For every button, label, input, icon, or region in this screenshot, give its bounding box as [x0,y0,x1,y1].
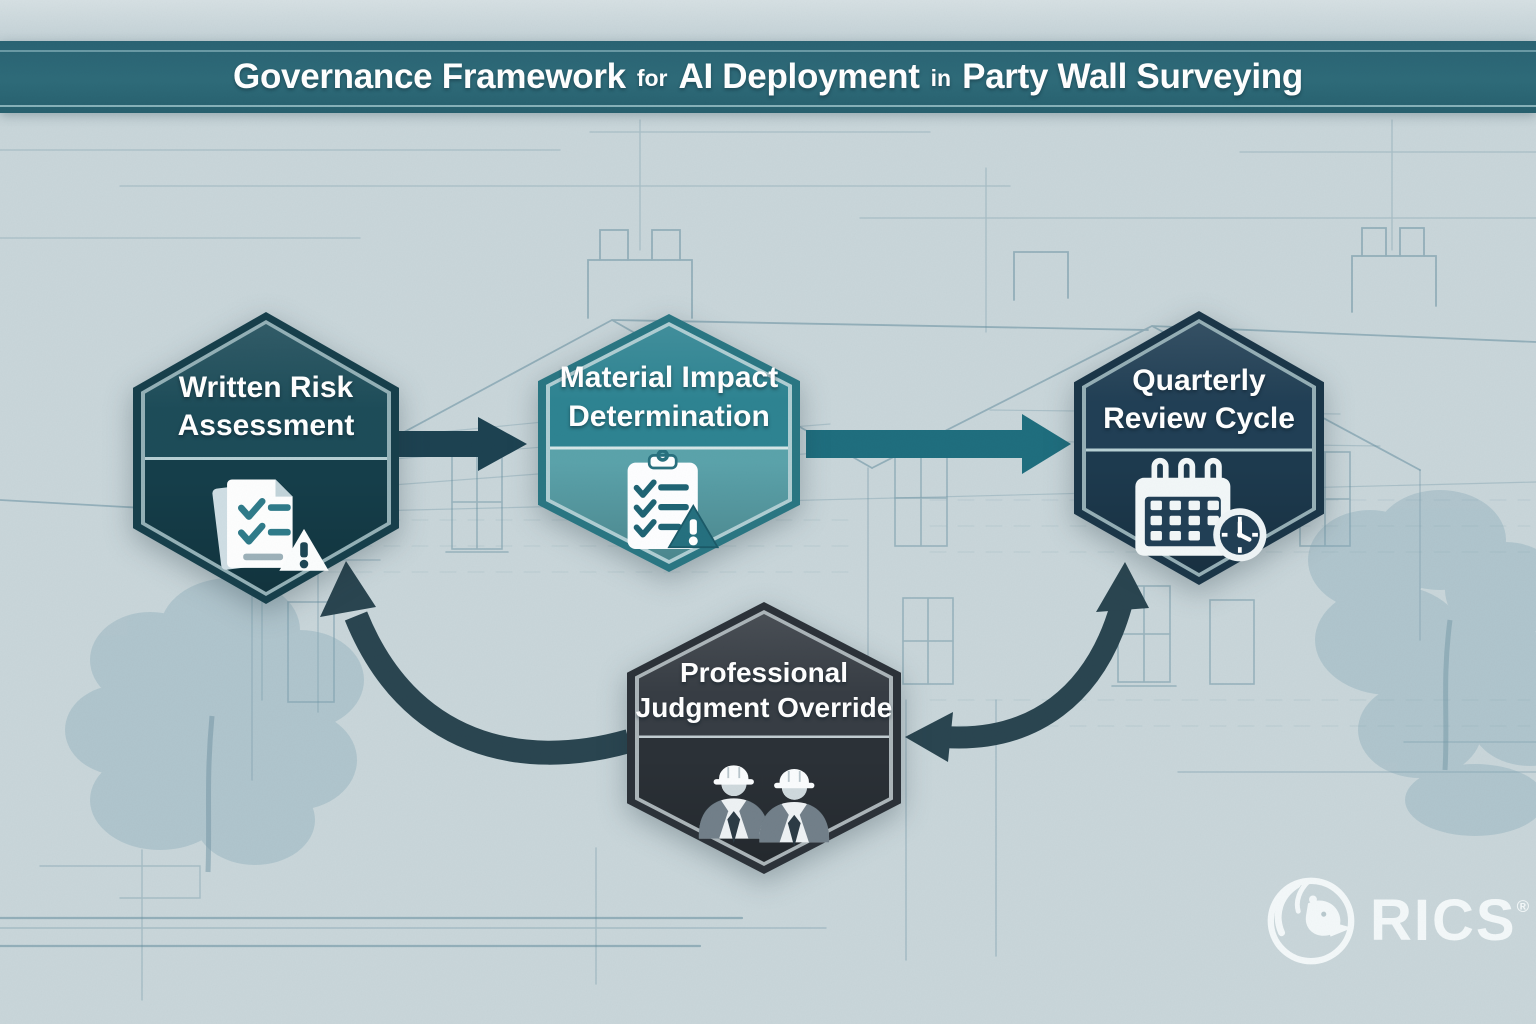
title-connector: in [930,64,952,91]
node-label-line2: Review Cycle [1103,402,1295,436]
arrow-override-right [905,562,1149,762]
node-label: Quarterly Review Cycle [1074,355,1324,445]
node-label: Written Risk Assessment [133,359,399,455]
node-label-line2: Judgment Override [635,692,893,724]
node-label-line1: Quarterly [1132,363,1266,397]
title-connector: for [636,64,668,91]
title-segment: AI Deployment [678,57,920,96]
arrow-flow-2 [806,414,1071,474]
node-label-line2: Determination [568,399,770,433]
node-label-line1: Written Risk [178,370,354,404]
node-label-line1: Material Impact [559,361,779,395]
surveyors-icon [627,745,901,859]
node-label: Professional Judgment Override [627,646,901,736]
rics-lion-icon [1267,877,1355,965]
title-segment: Party Wall Surveying [962,57,1303,96]
checklist-warning-icon [133,465,399,588]
page-title: Governance Framework for AI Deployment i… [0,41,1536,113]
node-label-line2: Assessment [177,408,355,442]
clipboard-warning-icon [538,449,800,557]
node-written-risk-assessment: Written Risk Assessment [133,312,399,604]
rics-logo: RICS® [1262,868,1529,974]
title-banner: Governance Framework for AI Deployment i… [0,41,1536,113]
arrow-flow-1 [399,417,527,471]
tree-sketch-left [65,578,364,865]
node-quarterly-review-cycle: Quarterly Review Cycle [1074,311,1324,585]
calendar-clock-icon [1074,455,1324,570]
registered-mark: ® [1516,897,1530,916]
node-label-line1: Professional [679,656,849,688]
tree-sketch-right [1308,490,1536,836]
node-material-impact-determination: Material Impact Determination [538,314,800,572]
node-professional-judgment-override: Professional Judgment Override [627,602,901,874]
title-segment: Governance Framework [233,57,626,96]
node-label: Material Impact Determination [538,355,800,440]
rics-wordmark: RICS® [1370,888,1530,953]
top-margin-strip [0,0,1536,41]
clock-icon [1213,508,1267,562]
